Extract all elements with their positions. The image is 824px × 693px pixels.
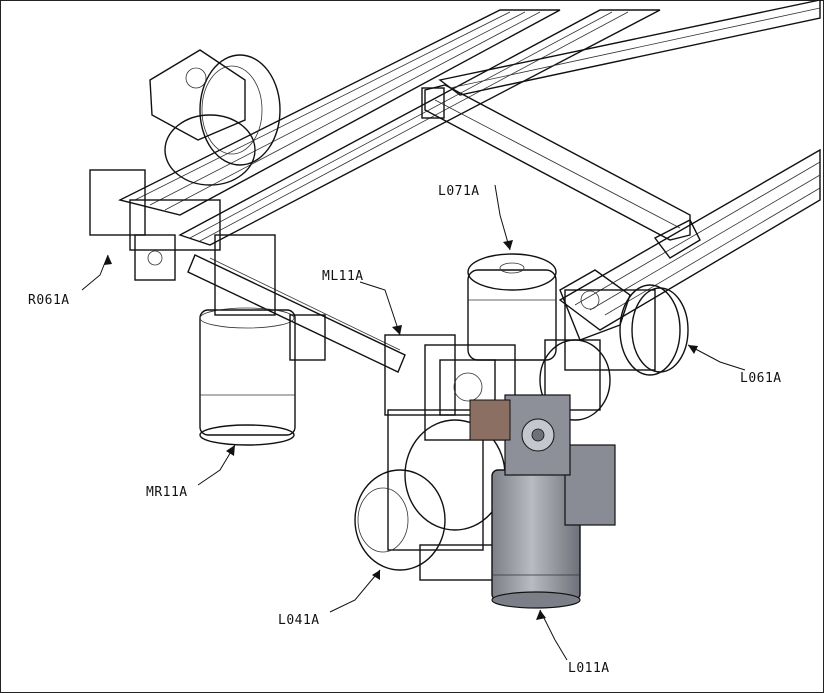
callout-l011a: L011A — [568, 661, 610, 676]
drive-shaft — [187, 254, 406, 373]
motor-l061a — [559, 269, 689, 376]
callout-l041a: L041A — [278, 613, 320, 628]
callout-r061a: R061A — [28, 293, 70, 308]
callout-mr11a: MR11A — [146, 485, 188, 500]
callout-ml11a: ML11A — [322, 269, 364, 284]
gearbox-ml11a — [384, 334, 611, 441]
callout-l071a: L071A — [438, 184, 480, 199]
leader-lines — [81, 184, 746, 661]
motor-r061a — [89, 49, 281, 281]
motor-l011a-highlighted — [469, 394, 616, 609]
motor-l071a — [467, 253, 557, 361]
callout-l061a: L061A — [740, 371, 782, 386]
rail-frame — [117, 0, 821, 331]
motor-mr11a — [199, 234, 326, 446]
